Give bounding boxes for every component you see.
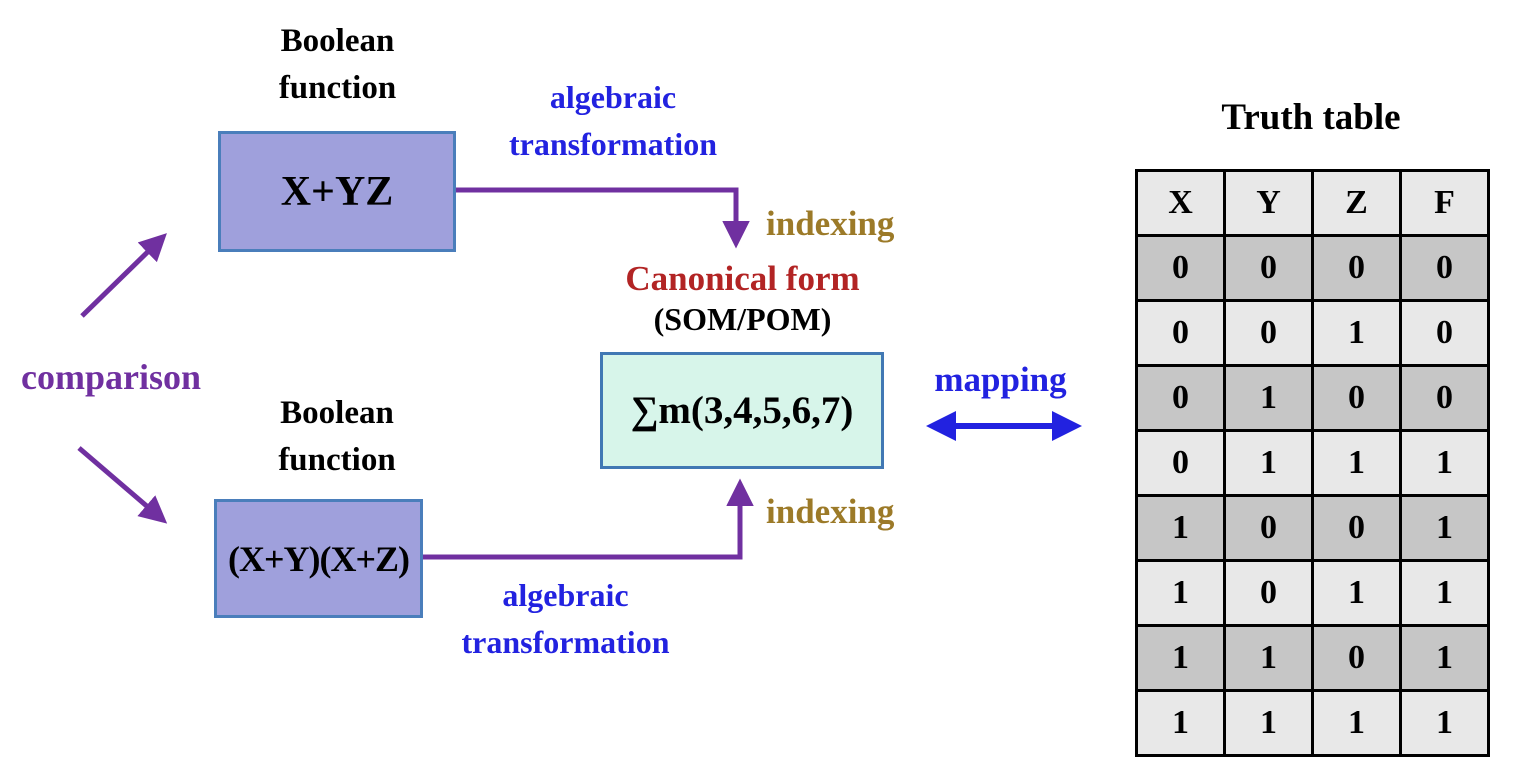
truth-table-cell: 1 (1135, 624, 1226, 692)
truth-table-cell: 0 (1135, 234, 1226, 302)
truth-table-cell: 1 (1399, 494, 1490, 562)
comparison-label: comparison (21, 357, 201, 397)
truth-table-cell: 0 (1311, 234, 1402, 302)
connector-arrow-bottom (423, 478, 754, 560)
truth-table-cell: 1 (1223, 624, 1314, 692)
comparison-arrow-up (80, 233, 167, 318)
canonical-form-title: Canonical form (625, 259, 860, 298)
truth-table-cell: 1 (1399, 624, 1490, 692)
canonical-form-expression: ∑m(3,4,5,6,7) (630, 389, 854, 432)
canonical-form-subtitle: (SOM/POM) (653, 301, 832, 337)
boolean-function-1-title: Boolean function (215, 18, 460, 112)
algebraic-transformation-bottom-label: algebraic transformation (413, 572, 718, 666)
truth-table-cell: 1 (1399, 429, 1490, 497)
truth-table-cell: 1 (1223, 364, 1314, 432)
truth-table-cell: 0 (1311, 364, 1402, 432)
boolean-function-2-title-line2: function (278, 442, 396, 478)
truth-table-cell: 0 (1223, 559, 1314, 627)
truth-table-cell: 1 (1399, 559, 1490, 627)
boolean-function-1-title-line2: function (278, 70, 397, 106)
truth-table-cell: 0 (1399, 364, 1490, 432)
truth-table-header-cell: F (1399, 169, 1490, 237)
truth-table-header-cell: Z (1311, 169, 1402, 237)
truth-table-cell: 1 (1223, 429, 1314, 497)
truth-table-cell: 1 (1399, 689, 1490, 757)
truth-table-cell: 0 (1135, 364, 1226, 432)
boolean-function-1-title-line1: Boolean (280, 23, 395, 59)
truth-table-cell: 0 (1399, 299, 1490, 367)
boolean-function-1-box: X+YZ (218, 131, 456, 252)
truth-table-cell: 1 (1311, 559, 1402, 627)
comparison-arrow-down (77, 446, 168, 524)
truth-table-cell: 1 (1311, 689, 1402, 757)
truth-table-cell: 0 (1399, 234, 1490, 302)
truth-table-cell: 0 (1311, 624, 1402, 692)
algebraic-transformation-bottom-line2: transformation (461, 624, 670, 660)
truth-table-cell: 1 (1311, 299, 1402, 367)
canonical-form-box: ∑m(3,4,5,6,7) (600, 352, 884, 469)
truth-table-cell: 1 (1311, 429, 1402, 497)
boolean-function-1-expression: X+YZ (280, 168, 394, 215)
truth-table-cell: 1 (1135, 559, 1226, 627)
algebraic-transformation-top-line2: transformation (509, 126, 717, 162)
algebraic-transformation-bottom-line1: algebraic (502, 577, 629, 613)
truth-table-cell: 1 (1135, 494, 1226, 562)
mapping-label: mapping (934, 360, 1067, 399)
connector-arrow-top (456, 187, 750, 249)
truth-table-cell: 0 (1135, 429, 1226, 497)
indexing-bottom-label: indexing (766, 492, 895, 531)
algebraic-transformation-top-label: algebraic transformation (458, 74, 768, 168)
boolean-function-2-expression: (X+Y)(X+Z) (228, 538, 410, 579)
indexing-top-label: indexing (766, 204, 895, 243)
boolean-function-2-box: (X+Y)(X+Z) (214, 499, 423, 618)
boolean-function-2-title: Boolean function (228, 390, 446, 484)
truth-table-cell: 0 (1223, 299, 1314, 367)
truth-table-cell: 0 (1223, 494, 1314, 562)
truth-table-cell: 1 (1223, 689, 1314, 757)
truth-table-header-cell: Y (1223, 169, 1314, 237)
truth-table-header-cell: X (1135, 169, 1226, 237)
truth-table-cell: 0 (1135, 299, 1226, 367)
boolean-function-2-title-line1: Boolean (280, 395, 394, 431)
truth-table-title: Truth table (1221, 97, 1401, 138)
truth-table-cell: 1 (1135, 689, 1226, 757)
truth-table-cell: 0 (1311, 494, 1402, 562)
truth-table-cell: 0 (1223, 234, 1314, 302)
algebraic-transformation-top-line1: algebraic (549, 79, 677, 115)
